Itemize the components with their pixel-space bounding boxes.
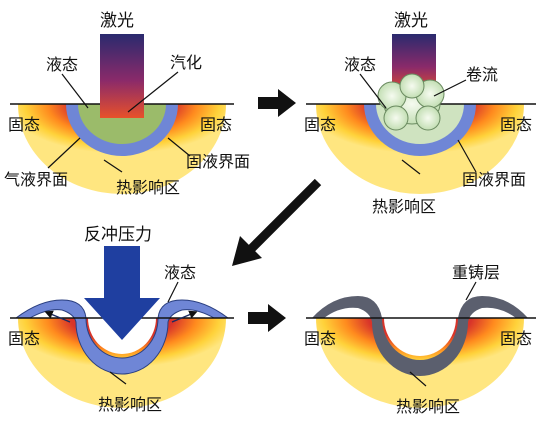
label-gas-liquid-interface: 气液界面 bbox=[4, 170, 68, 189]
label-liquid: 液态 bbox=[46, 55, 78, 74]
laser-beam bbox=[100, 34, 144, 118]
label-plume: 卷流 bbox=[466, 65, 498, 84]
label-solid-liquid-interface: 固液界面 bbox=[462, 170, 526, 189]
panel-recoil: 反冲压力 液态 固态 热影响区 bbox=[8, 225, 234, 414]
label-laser: 激光 bbox=[100, 11, 134, 31]
panel-recast: 重铸层 固态 固态 热影响区 bbox=[304, 263, 536, 416]
label-solid-right: 固态 bbox=[500, 329, 532, 348]
label-haz: 热影响区 bbox=[116, 178, 180, 197]
label-solid-left: 固态 bbox=[8, 115, 40, 134]
arrow-right-bottom bbox=[248, 304, 286, 332]
label-recast-layer: 重铸层 bbox=[452, 263, 500, 282]
arrow-diagonal bbox=[250, 182, 318, 250]
leader-liquid bbox=[168, 282, 178, 302]
arrow-right-top bbox=[258, 89, 296, 117]
label-solid-left: 固态 bbox=[8, 329, 40, 348]
label-laser: 激光 bbox=[394, 11, 428, 31]
label-solid-left: 固态 bbox=[304, 115, 336, 134]
plume-cloud bbox=[378, 74, 444, 130]
label-liquid: 液态 bbox=[344, 55, 376, 74]
label-solid-liquid-interface: 固液界面 bbox=[186, 152, 250, 171]
label-haz: 热影响区 bbox=[98, 395, 162, 414]
panel-vaporization: 激光 液态 汽化 固态 固态 气液界面 固液界面 热影响区 bbox=[4, 11, 250, 197]
label-recoil-pressure: 反冲压力 bbox=[84, 225, 152, 245]
label-solid-right: 固态 bbox=[200, 115, 232, 134]
leader-liquid bbox=[62, 74, 88, 108]
label-solid-right: 固态 bbox=[500, 115, 532, 134]
label-liquid: 液态 bbox=[164, 263, 196, 282]
label-haz: 热影响区 bbox=[372, 197, 436, 216]
label-vaporize: 汽化 bbox=[170, 53, 202, 72]
panel-plume: 激光 液态 卷流 固态 固态 固液界面 热影响区 bbox=[304, 11, 536, 216]
label-haz: 热影响区 bbox=[396, 397, 460, 416]
label-solid-left: 固态 bbox=[304, 329, 336, 348]
